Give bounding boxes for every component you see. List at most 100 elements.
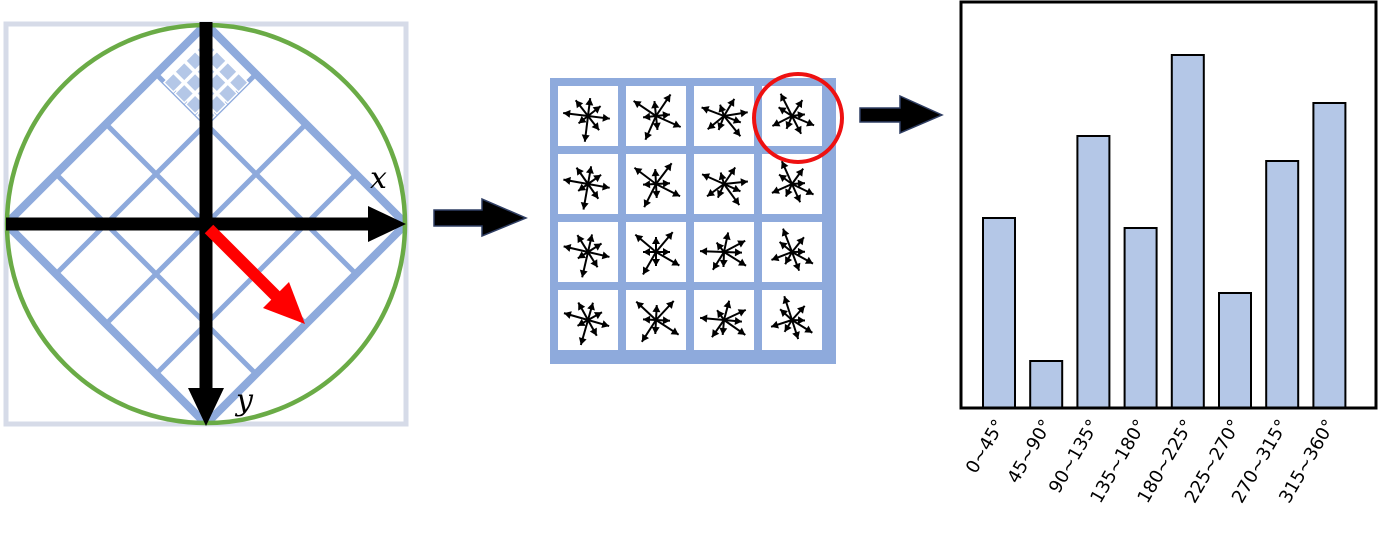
gradient-vector-arrow bbox=[791, 319, 813, 334]
gradient-vector-arrow bbox=[651, 100, 660, 117]
gradient-cell bbox=[626, 222, 686, 282]
vector-head bbox=[578, 183, 587, 191]
gradient-vector-arrow bbox=[791, 319, 800, 340]
vector-head bbox=[732, 116, 741, 124]
vector-head bbox=[587, 302, 595, 311]
vector-head bbox=[590, 259, 598, 268]
gradient-vector-arrow bbox=[655, 251, 680, 267]
gradient-cell bbox=[762, 222, 822, 282]
vector-head bbox=[711, 329, 720, 338]
gradient-vector-arrow bbox=[577, 302, 589, 321]
vector-head bbox=[717, 310, 725, 319]
vector-head bbox=[701, 106, 710, 114]
gradient-vector-arrow bbox=[784, 251, 793, 265]
rotation-panel: x y bbox=[3, 21, 409, 427]
gradient-vector-arrow bbox=[585, 98, 594, 117]
gradient-vector-arrow bbox=[652, 304, 661, 321]
gradient-vector-arrow bbox=[576, 234, 589, 253]
gradient-vector-arrow bbox=[578, 319, 589, 346]
gradient-vector-arrow bbox=[780, 160, 793, 185]
tick-label: 45~90° bbox=[1003, 416, 1056, 487]
vector-head bbox=[781, 228, 790, 237]
gradient-vector-arrow bbox=[700, 314, 725, 323]
gradient-vector-arrow bbox=[587, 113, 610, 122]
gradient-vector-arrow bbox=[718, 172, 727, 185]
vector-head bbox=[772, 119, 781, 127]
vector-head bbox=[785, 120, 793, 129]
vector-head bbox=[576, 167, 584, 176]
gradient-vector-arrow bbox=[791, 236, 805, 253]
vector-head bbox=[717, 122, 725, 131]
gradient-vector-arrow bbox=[778, 106, 793, 117]
vector-head bbox=[563, 311, 572, 319]
vector-head bbox=[578, 337, 587, 345]
vector-head bbox=[563, 244, 572, 252]
gradient-vector-arrow bbox=[643, 248, 656, 256]
fine-grid-cell bbox=[217, 83, 239, 104]
histogram-bar bbox=[982, 217, 1016, 409]
vector-head bbox=[794, 125, 802, 134]
vector-head bbox=[662, 316, 670, 325]
vector-head bbox=[771, 253, 780, 262]
vector-head bbox=[652, 190, 661, 198]
vector-head bbox=[707, 121, 716, 130]
gradient-cell bbox=[558, 154, 618, 214]
gradient-vector-arrow bbox=[699, 247, 725, 256]
gradient-vector-arrow bbox=[723, 316, 743, 325]
vector-head bbox=[643, 315, 651, 324]
gradient-vector-arrow bbox=[587, 174, 602, 185]
vector-head bbox=[732, 128, 741, 137]
gradient-vector-arrow bbox=[655, 231, 674, 253]
gradient-vector-arrow bbox=[587, 319, 598, 337]
vector-head bbox=[797, 316, 805, 325]
vector-head bbox=[785, 188, 793, 197]
vector-head bbox=[644, 131, 652, 140]
gradient-vector-arrow bbox=[641, 319, 657, 343]
gradient-cell bbox=[694, 86, 754, 146]
gradient-vector-arrow bbox=[781, 228, 793, 253]
gradient-vector-arrow bbox=[782, 295, 793, 321]
gradient-vector-arrow bbox=[723, 115, 742, 124]
gradient-cell bbox=[626, 290, 686, 350]
vector-head bbox=[740, 178, 748, 187]
vector-head bbox=[780, 93, 788, 102]
gradient-vector-arrow bbox=[723, 248, 743, 257]
gradient-vector-arrow bbox=[723, 183, 741, 193]
vector-head bbox=[652, 122, 661, 130]
gradient-vector-arrow bbox=[633, 100, 657, 117]
vector-head bbox=[723, 300, 732, 309]
gradient-vector-arrow bbox=[651, 319, 660, 335]
gradient-vector-arrow bbox=[577, 183, 589, 192]
gradient-cell bbox=[626, 154, 686, 214]
gradient-vector-arrow bbox=[633, 166, 657, 185]
vector-head bbox=[771, 320, 779, 329]
histogram-bar bbox=[1123, 227, 1158, 409]
vector-head bbox=[672, 120, 681, 128]
vector-head bbox=[734, 316, 742, 325]
gradient-vector-arrow bbox=[791, 115, 802, 135]
gradient-vector-arrow bbox=[563, 311, 589, 321]
vector-head bbox=[580, 202, 589, 210]
gradient-vector-arrow bbox=[644, 115, 657, 141]
orientation-histogram: 0~45°45~90°90~135°135~180°180~225°225~27… bbox=[959, 0, 1378, 507]
gradient-vector-arrow bbox=[791, 111, 806, 120]
gradient-vector-arrow bbox=[652, 115, 661, 131]
gradient-vector-arrow bbox=[586, 234, 595, 253]
gradient-vector-arrow bbox=[779, 93, 793, 117]
vector-head bbox=[581, 134, 590, 142]
vector-head bbox=[652, 259, 660, 266]
gradient-vector-arrow bbox=[580, 183, 589, 210]
vector-head bbox=[652, 305, 661, 313]
gradient-vector-arrow bbox=[655, 179, 671, 188]
gradient-vector-arrow bbox=[634, 233, 657, 253]
gradient-cell bbox=[694, 222, 754, 282]
vector-head bbox=[643, 180, 651, 189]
vector-head bbox=[700, 314, 708, 323]
vector-head bbox=[662, 111, 670, 120]
vector-head bbox=[795, 100, 803, 109]
vector-head bbox=[731, 197, 740, 206]
vector-head bbox=[585, 98, 594, 106]
gradient-vector-arrow bbox=[722, 232, 731, 253]
gradient-vector-arrow bbox=[791, 316, 806, 325]
vector-head bbox=[737, 258, 747, 266]
